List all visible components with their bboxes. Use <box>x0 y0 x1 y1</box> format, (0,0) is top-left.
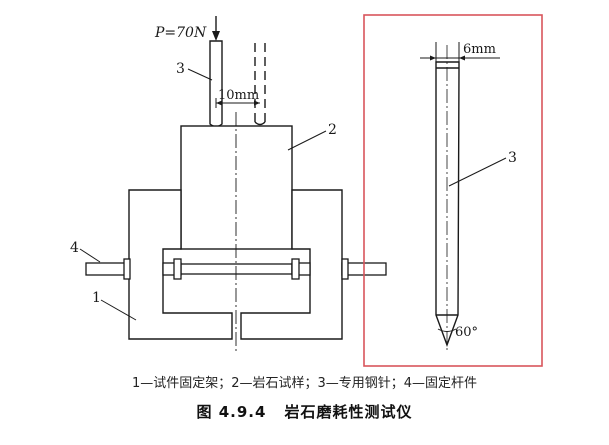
tip-angle-arc <box>437 328 457 332</box>
label-part-1: 1 <box>92 290 101 306</box>
load-arrow <box>212 16 220 41</box>
label-part-4: 4 <box>70 240 79 256</box>
spacing-dimension <box>215 98 260 108</box>
needle-offset-position <box>254 43 266 126</box>
needle-width-label: 6mm <box>463 42 496 57</box>
leader-part-4 <box>79 248 101 263</box>
figure-legend: 1—试件固定架；2—岩石试样；3—专用钢针；4—固定杆件 <box>131 376 478 391</box>
figure-caption: 图 4.9.4 岩石磨耗性测试仪 <box>0 401 609 422</box>
steel-needle-detail <box>435 61 460 348</box>
figure-number: 图 4.9.4 <box>196 403 267 421</box>
label-part-2: 2 <box>328 122 337 138</box>
needle-detail-box <box>363 14 543 367</box>
needle-detail-leader <box>448 157 507 187</box>
rock-specimen <box>180 125 293 250</box>
fixing-frame-left <box>128 189 233 340</box>
fixing-frame-right <box>240 189 343 340</box>
leader-part-1 <box>100 299 137 321</box>
spacing-label: 10mm <box>218 88 259 103</box>
leader-part-2 <box>287 130 327 151</box>
needle-detail-label: 3 <box>508 150 517 166</box>
tip-angle-label: 60° <box>455 325 478 340</box>
leader-part-3 <box>187 68 213 81</box>
figure-title: 岩石磨耗性测试仪 <box>284 403 413 421</box>
load-label: P=70N <box>154 25 207 41</box>
steel-needle-left <box>209 40 223 128</box>
label-part-3: 3 <box>176 61 185 77</box>
